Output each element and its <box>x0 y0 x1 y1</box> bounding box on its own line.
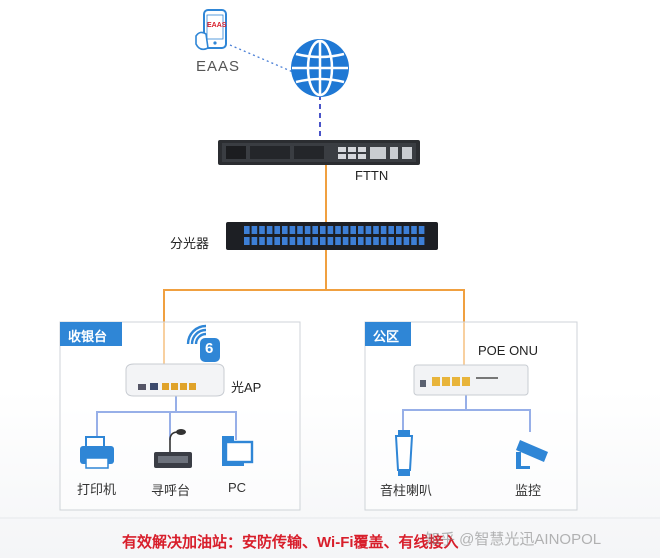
pc-icon <box>222 436 254 466</box>
device-label-pc: PC <box>228 480 247 495</box>
splitter-port <box>274 226 280 234</box>
splitter-port <box>373 226 379 234</box>
splitter-port <box>320 226 326 234</box>
splitter-device <box>226 222 438 250</box>
device-label-paging: 寻呼台 <box>151 483 191 498</box>
splitter-port <box>266 237 273 245</box>
splitter-port <box>244 237 250 245</box>
splitter-port <box>358 237 364 245</box>
splitter-port <box>274 237 280 245</box>
splitter-port <box>388 237 394 245</box>
splitter-port <box>251 237 258 245</box>
splitter-port <box>418 226 425 234</box>
splitter-port <box>396 226 402 234</box>
splitter-port <box>380 226 387 234</box>
splitter-port <box>403 237 410 245</box>
splitter-port <box>380 237 387 245</box>
splitter-port <box>297 237 303 245</box>
splitter-port <box>259 226 265 234</box>
printer-icon <box>80 436 114 469</box>
poe-onu-label: POE ONU <box>478 343 538 358</box>
column-speaker-icon <box>394 430 414 476</box>
splitter-port <box>342 226 349 234</box>
splitter-port <box>365 237 372 245</box>
zone-right-frame <box>364 321 578 511</box>
globe-icon <box>291 39 349 97</box>
paging-station-icon <box>154 429 192 468</box>
phone-icon <box>195 9 227 51</box>
splitter-port <box>358 226 364 234</box>
splitter-port <box>304 237 311 245</box>
wifi6-badge-number: 6 <box>205 340 214 357</box>
splitter-port <box>304 226 311 234</box>
splitter-port <box>396 237 402 245</box>
fttn-device <box>218 140 420 165</box>
splitter-port <box>289 237 296 245</box>
light-ap-label: 光AP <box>231 380 262 395</box>
splitter-label: 分光器 <box>170 236 210 251</box>
phone-badge-label: EAAS <box>207 22 227 29</box>
zone-right-tag: 公区 <box>373 329 400 344</box>
splitter-port <box>259 237 265 245</box>
splitter-port <box>388 226 394 234</box>
zone-left-tag: 收银台 <box>68 329 108 344</box>
splitter-port <box>282 226 288 234</box>
splitter-port <box>327 226 334 234</box>
splitter-port <box>251 226 258 234</box>
splitter-port <box>320 237 326 245</box>
splitter-port <box>335 226 341 234</box>
light-ap-device <box>125 363 225 397</box>
device-label-camera: 监控 <box>515 483 542 498</box>
splitter-port <box>411 226 417 234</box>
footer-watermark: 知乎 @智慧光迅AINOPOL <box>425 531 602 548</box>
splitter-port <box>312 237 318 245</box>
splitter-port <box>266 226 273 234</box>
footer-headline: 有效解决加油站：安防传输、Wi-Fi覆盖、有线接入 <box>122 534 459 551</box>
eaas-label: EAAS <box>196 58 241 75</box>
splitter-port <box>403 226 410 234</box>
fttn-label: FTTN <box>355 168 389 183</box>
splitter-port <box>365 226 372 234</box>
splitter-port <box>282 237 288 245</box>
splitter-port <box>418 237 425 245</box>
splitter-port <box>350 237 356 245</box>
zone-right-tag-bg <box>365 322 411 346</box>
device-label-speaker: 音柱喇叭 <box>380 483 433 498</box>
splitter-port <box>244 226 250 234</box>
zone-left-frame <box>59 321 301 511</box>
splitter-port <box>350 226 356 234</box>
splitter-port <box>312 226 318 234</box>
splitter-port <box>373 237 379 245</box>
surveillance-camera-icon <box>516 440 548 469</box>
splitter-port <box>327 237 334 245</box>
splitter-port <box>289 226 296 234</box>
splitter-port <box>342 237 349 245</box>
poe-onu-device <box>413 364 529 396</box>
wifi6-badge-icon <box>186 324 220 362</box>
splitter-port <box>411 237 417 245</box>
splitter-port <box>297 226 303 234</box>
wireless-link-line <box>229 44 301 76</box>
splitter-port <box>335 237 341 245</box>
device-label-printer: 打印机 <box>77 482 117 497</box>
zone-left-tag-bg <box>60 322 122 346</box>
